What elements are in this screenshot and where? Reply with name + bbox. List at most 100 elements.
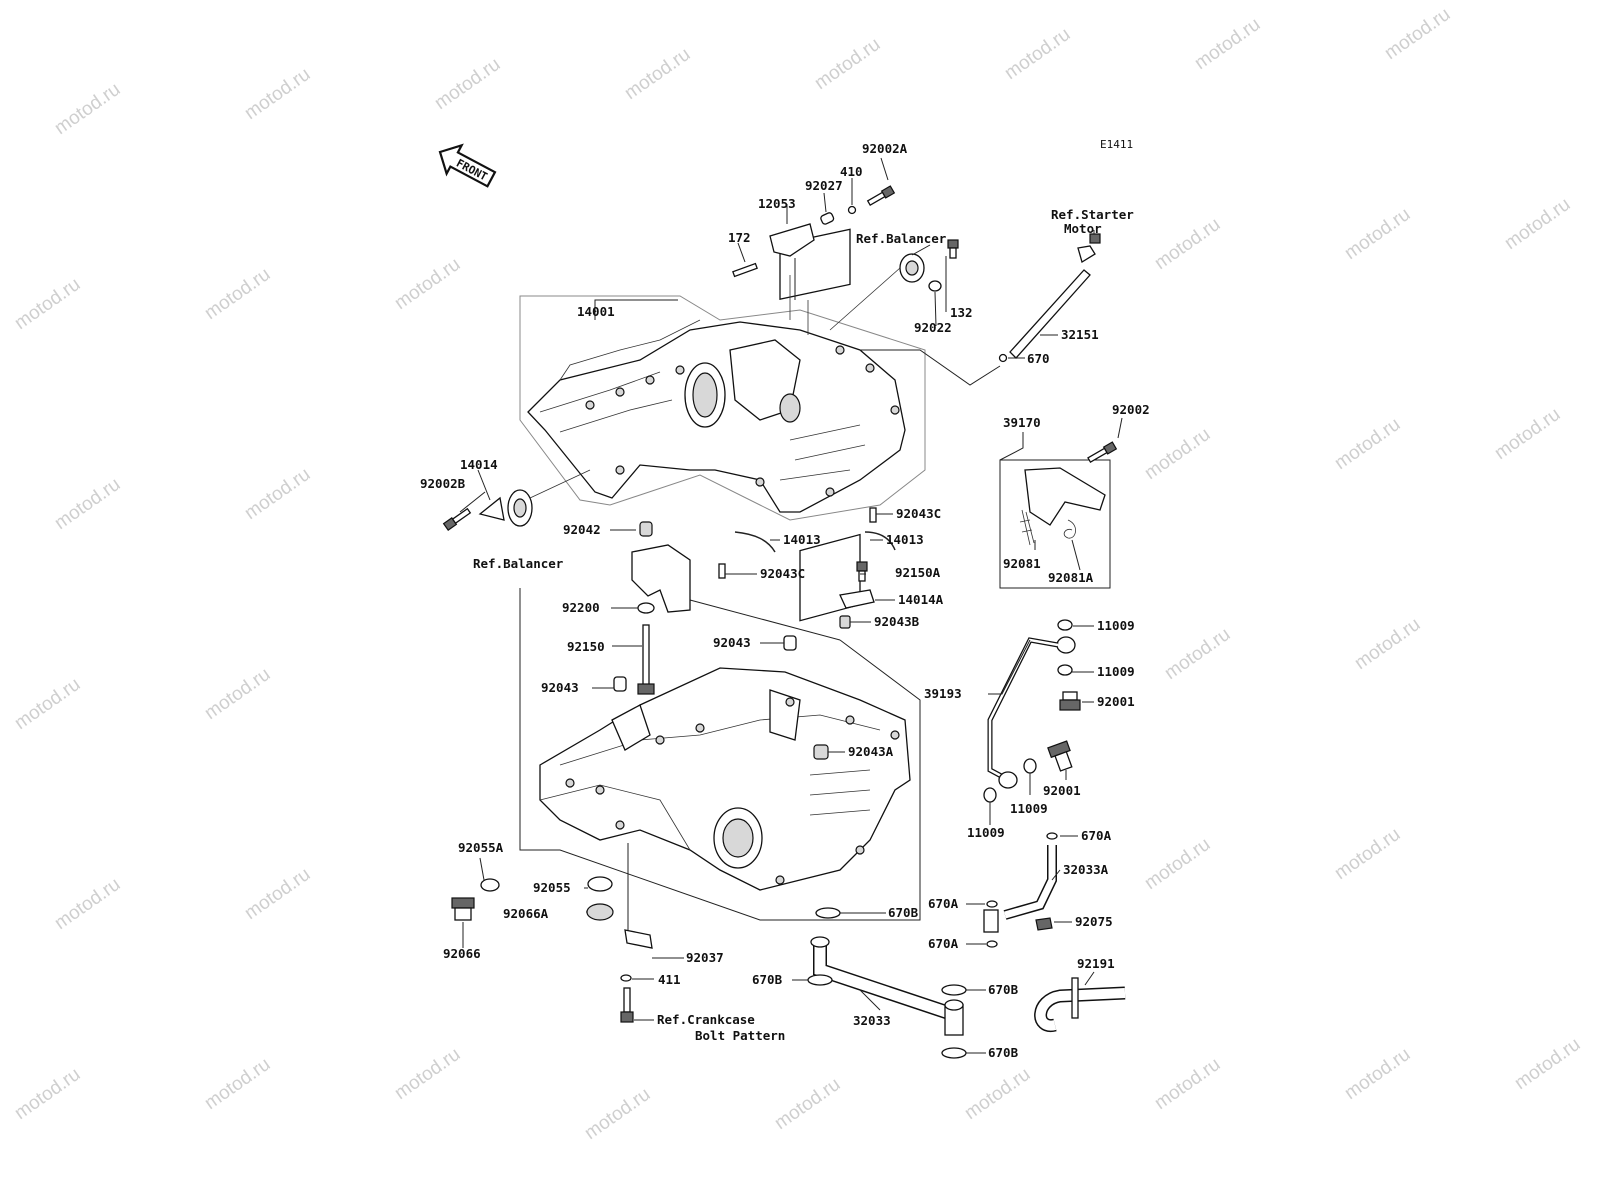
part-label: 92001 (1043, 783, 1081, 798)
bolt-92002B-icon (442, 507, 472, 531)
watermark-text: motod.ru (1001, 24, 1074, 84)
o-ring-670B-b-icon (807, 974, 833, 986)
bearing-ref-balancer-icon (829, 253, 925, 331)
watermark-text: motod.ru (11, 674, 84, 734)
watermark-text: motod.ru (1141, 834, 1214, 894)
shaft-32151-icon (1009, 269, 1091, 359)
bolt-92001-a-icon (1059, 691, 1081, 711)
part-label: 92043 (713, 635, 751, 650)
washer-92200-icon (637, 602, 655, 614)
part-label: 92066 (443, 946, 481, 961)
o-ring-92055-icon (587, 876, 613, 892)
part-label: 14001 (577, 304, 615, 319)
part-label: 11009 (967, 825, 1005, 840)
bolt-92150A-icon (856, 561, 868, 582)
part-label: 92081 (1003, 556, 1041, 571)
part-label: 172 (728, 230, 751, 245)
dowel-92043-b-icon (783, 635, 797, 651)
part-labels: 92002A 410 92027 12053 172 Ref.Balancer … (420, 141, 1150, 1060)
plate-14014A-icon (839, 589, 875, 609)
part-label: 670 (1027, 351, 1050, 366)
part-label: 670A (928, 896, 959, 911)
part-label: 92001 (1097, 694, 1135, 709)
watermark-text: motod.ru (621, 44, 694, 104)
watermark-text: motod.ru (241, 64, 314, 124)
watermark-text: motod.ru (1381, 4, 1454, 64)
part-label: 92037 (686, 950, 724, 965)
pin-92043B-icon (839, 615, 851, 629)
part-label: 92002A (862, 141, 908, 156)
bearing-ref-balancer-left-icon (507, 469, 591, 527)
part-label: 92027 (805, 178, 843, 193)
bolt-92002A-icon (866, 185, 896, 207)
watermark-text: motod.ru (51, 474, 124, 534)
part-label: 132 (950, 305, 973, 320)
part-label: 92150A (895, 565, 941, 580)
part-label: 670B (888, 905, 919, 920)
watermark-text: motod.ru (201, 264, 274, 324)
part-label: 39193 (924, 686, 962, 701)
watermark-text: motod.ru (1141, 424, 1214, 484)
pipe-32033-icon (810, 936, 964, 1036)
bolt-ref-crankcase-icon (620, 987, 634, 1023)
pin-92027-icon (820, 212, 835, 225)
watermark-text: motod.ru (961, 1064, 1034, 1124)
dowel-92043A-icon (813, 744, 829, 760)
watermark-text: motod.ru (1351, 614, 1424, 674)
part-label: 14013 (783, 532, 821, 547)
o-ring-670B-c-icon (941, 984, 967, 996)
part-label: 14014 (460, 457, 498, 472)
bearing-14013-a-icon (734, 531, 776, 553)
watermark-text: motod.ru (1341, 204, 1414, 264)
dowel-92043-a-icon (613, 676, 627, 692)
part-label: 92043B (874, 614, 920, 629)
part-label: 92055 (533, 880, 571, 895)
part-label: 32033A (1063, 862, 1109, 877)
part-label: 670A (1081, 828, 1112, 843)
part-label: 92075 (1075, 914, 1113, 929)
gasket-92055A-icon (480, 878, 500, 892)
part-label: 92043C (760, 566, 805, 581)
bolt-92001-b-icon (1047, 740, 1073, 772)
watermark-text: motod.ru (1151, 1054, 1224, 1114)
spring-92081A-icon (1063, 519, 1076, 539)
watermark-text: motod.ru (11, 1064, 84, 1124)
cap-92066A-icon (586, 903, 614, 921)
plug-92066-icon (451, 897, 475, 921)
washer-411-icon (620, 974, 632, 982)
watermark-text: motod.ru (51, 79, 124, 139)
watermark-text: motod.ru (1151, 214, 1224, 274)
part-label: Ref.Crankcase (657, 1012, 755, 1027)
bearing-14013-b-icon (864, 531, 896, 551)
part-label: 92200 (562, 600, 600, 615)
clamp-92075-icon (1035, 917, 1053, 931)
leader-lines (459, 157, 1123, 1054)
watermark-text: motod.ru (391, 1044, 464, 1104)
lever-32151-icon (1077, 245, 1096, 264)
bracket-12053-icon (769, 223, 815, 257)
part-label: 92055A (458, 840, 504, 855)
oil-pipe-39193-icon (987, 636, 1076, 789)
watermark-text: motod.ru (1191, 14, 1264, 74)
watermark-text: motod.ru (771, 1074, 844, 1134)
part-label: 92150 (567, 639, 605, 654)
washer-92022-icon (928, 280, 942, 292)
o-ring-670A-b-icon (986, 900, 998, 908)
washer-410-icon (847, 205, 857, 215)
o-ring-670A-a-icon (1046, 832, 1058, 840)
watermark-text: motod.ru (1491, 404, 1564, 464)
gasket-11009-d-icon (983, 787, 997, 803)
gasket-11009-c-icon (1023, 758, 1037, 774)
diagram-code: E1411 (1100, 138, 1133, 151)
bolt-92002-icon (1087, 441, 1118, 464)
watermark-text: motod.ru (431, 54, 504, 114)
watermark-text: motod.ru (201, 1054, 274, 1114)
part-label: 92042 (563, 522, 601, 537)
part-label: 670B (988, 1045, 1019, 1060)
watermark-text: motod.ru (811, 34, 884, 94)
dowel-92042-icon (639, 521, 653, 537)
part-label: 92043 (541, 680, 579, 695)
watermark-text: motod.ru (51, 874, 124, 934)
watermark-text: motod.ru (1331, 824, 1404, 884)
part-label: 32033 (853, 1013, 891, 1028)
